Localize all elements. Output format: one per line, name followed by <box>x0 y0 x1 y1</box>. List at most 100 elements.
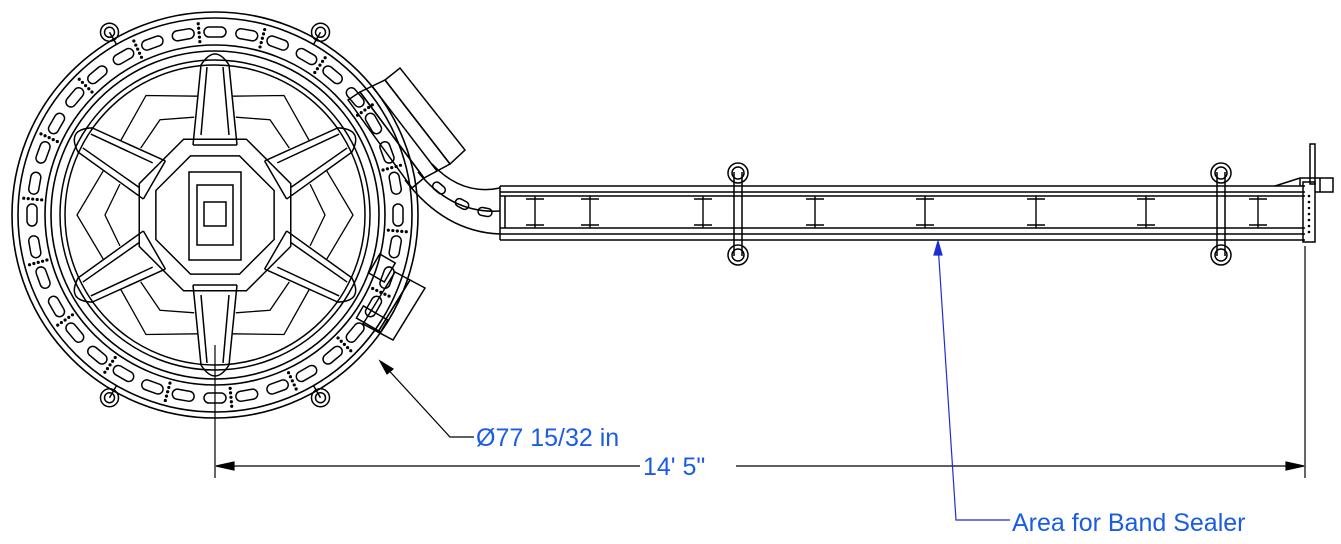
chain-pin <box>390 166 394 170</box>
frame-hole <box>1307 206 1311 210</box>
chain-pin <box>166 390 170 394</box>
chain-pin <box>385 167 390 171</box>
chain-pin <box>288 375 293 379</box>
chain-slot <box>112 47 135 66</box>
chain-slot <box>27 171 42 195</box>
chain-pin <box>345 345 350 350</box>
chain-pin <box>77 77 81 81</box>
chain-slot <box>65 322 85 343</box>
conveyor-legs <box>727 162 1232 266</box>
chain-pin <box>196 22 200 26</box>
chain-pin <box>163 398 167 403</box>
web-segment <box>76 169 105 261</box>
chain-pin <box>108 363 112 367</box>
web-segment <box>119 288 199 336</box>
chain-pin <box>32 261 36 266</box>
chain-slots <box>26 26 404 404</box>
chain-pin <box>136 47 140 51</box>
leveling-foot <box>99 22 120 45</box>
crossbar <box>916 196 934 228</box>
chain-pin <box>318 63 322 67</box>
web-segment <box>235 281 290 314</box>
chain-pin <box>67 315 71 319</box>
web-segment <box>325 169 354 261</box>
chain-pin <box>197 26 201 30</box>
chain-pin <box>336 336 340 340</box>
curved-transfer-section <box>404 163 501 235</box>
chain-pin <box>132 39 136 43</box>
chain-pin <box>258 45 262 49</box>
length-label: 14' 5" <box>643 453 705 481</box>
chain-pin <box>228 391 233 395</box>
chain-pin <box>90 90 94 94</box>
straight-conveyor <box>499 185 1305 241</box>
chain-pin <box>386 228 390 232</box>
diameter-label: Ø77 15/32 in <box>476 424 619 452</box>
frame-hole <box>1307 224 1311 228</box>
chain-pin <box>134 43 138 47</box>
chain-pin <box>70 313 75 317</box>
leveling-foot <box>310 22 331 45</box>
chain-slot <box>379 266 395 289</box>
chain-pin <box>387 294 391 298</box>
star-arm <box>73 230 167 303</box>
chain-pin <box>40 259 45 263</box>
chain-pin <box>197 35 202 39</box>
chain-slot <box>65 87 85 108</box>
frame-hole <box>1307 230 1311 234</box>
chain-pin <box>22 196 26 200</box>
chain-slot <box>295 364 318 383</box>
leveling-feet <box>99 22 331 408</box>
web-segment <box>231 288 311 336</box>
frame-hole <box>1307 218 1311 222</box>
chain-pin <box>260 36 264 40</box>
leveling-foot <box>310 385 331 408</box>
chain-pin <box>31 197 35 201</box>
lower-discharge-guide <box>355 252 427 341</box>
star-arm <box>263 230 357 303</box>
chain-pin <box>290 379 294 383</box>
chain-pin <box>292 383 296 387</box>
chain-pin <box>259 40 263 45</box>
chain-slot <box>392 203 404 227</box>
chain-pin <box>83 83 88 88</box>
overall-length-dimension <box>214 246 1306 478</box>
crossbar <box>1137 196 1155 228</box>
star-arm <box>263 127 357 200</box>
crossbar <box>806 196 824 228</box>
chain-slot <box>35 141 51 164</box>
chain-pin <box>391 228 395 233</box>
chain-pin <box>323 56 327 60</box>
chain-slot <box>26 203 38 227</box>
chain-pin <box>113 355 117 360</box>
chain-pin <box>36 260 40 264</box>
chain-pin <box>261 32 266 36</box>
chain-pin <box>137 51 142 55</box>
chain-slot <box>235 27 259 42</box>
web-segment <box>231 94 311 142</box>
crossbar <box>1249 196 1267 228</box>
chain-slot <box>47 295 66 318</box>
chain-pin <box>198 40 202 44</box>
chain-pin <box>400 229 404 233</box>
end-frame-holes <box>1307 194 1311 234</box>
chain-pins <box>22 22 408 408</box>
chain-pin <box>51 137 55 142</box>
chain-pin <box>381 168 385 172</box>
chain-pin <box>164 394 169 398</box>
chain-pin <box>320 59 325 64</box>
star-wheel-webs <box>76 94 354 336</box>
crossbar <box>581 196 599 228</box>
chain-pin <box>105 366 110 371</box>
band-sealer-leader <box>933 238 1010 521</box>
chain-pin <box>230 404 234 408</box>
chain-pin <box>139 55 144 59</box>
web-segment <box>104 183 121 247</box>
chain-pin <box>103 370 107 374</box>
chain-slot <box>171 388 195 403</box>
chain-slot <box>266 379 289 395</box>
frame-hole <box>1307 200 1311 204</box>
chain-slot <box>235 388 259 403</box>
chain-pin <box>371 286 375 291</box>
